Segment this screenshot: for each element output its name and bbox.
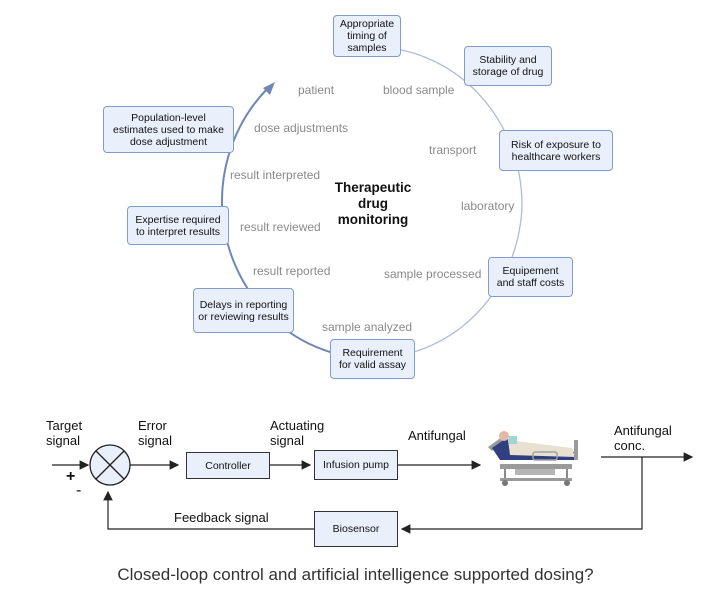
challenge-valid-assay: Requirement for valid assay [330, 339, 415, 379]
challenge-stability-storage: Stability and storage of drug [464, 46, 552, 86]
step-result-reported: result reported [253, 264, 331, 278]
cycle-arrow-head [263, 82, 275, 95]
step-blood-sample: blood sample [383, 83, 455, 97]
cycle-arc-left [220, 87, 381, 360]
cycle-title-line: monitoring [337, 212, 409, 227]
antifungal-label: Antifungal [408, 428, 466, 443]
step-patient: patient [298, 83, 335, 97]
challenge-interpretation-expertise: Expertise required to interpret results [127, 206, 229, 245]
feedback-signal-label: Feedback signal [174, 510, 269, 525]
cycle-title-line: drug [358, 196, 388, 211]
target-signal-label: Target signal [46, 418, 83, 448]
plus-sign: + [66, 468, 76, 485]
step-laboratory: laboratory [461, 199, 515, 213]
step-sample-processed: sample processed [384, 267, 482, 281]
antifungal-conc-label: Antifungal conc. [614, 423, 672, 453]
cycle-title-line: Therapeutic [334, 180, 412, 195]
minus-sign: - [76, 482, 82, 499]
figure-caption: Closed-loop control and artificial intel… [117, 565, 594, 584]
step-dose-adjustments: dose adjustments [254, 121, 349, 135]
infusion-pump-block: Infusion pump [314, 450, 398, 480]
error-signal-label: Error signal [138, 418, 172, 448]
feedback-line [103, 490, 314, 530]
controller-block: Controller [186, 452, 270, 479]
challenge-exposure-risk: Risk of exposure to healthcare workers [499, 130, 613, 171]
actuating-signal-label: Actuating signal [270, 418, 325, 448]
step-result-reviewed: result reviewed [240, 220, 321, 234]
step-sample-analyzed: sample analyzed [322, 320, 413, 334]
step-result-interpreted: result interpreted [230, 168, 321, 182]
cycle-title: Therapeutic drug monitoring [318, 180, 428, 228]
challenge-timing-of-samples: Appropriate timing of samples [333, 15, 401, 57]
measurement-line [400, 457, 643, 534]
cycle-arc-right [371, 46, 523, 359]
challenge-equipment-costs: Equipement and staff costs [488, 257, 573, 297]
challenge-reporting-delays: Delays in reporting or reviewing results [193, 288, 294, 333]
hospital-bed-patient-icon [488, 431, 578, 486]
biosensor-block: Biosensor [314, 511, 398, 547]
challenge-population-estimates: Population-level estimates used to make … [103, 106, 234, 153]
step-transport: transport [429, 143, 477, 157]
